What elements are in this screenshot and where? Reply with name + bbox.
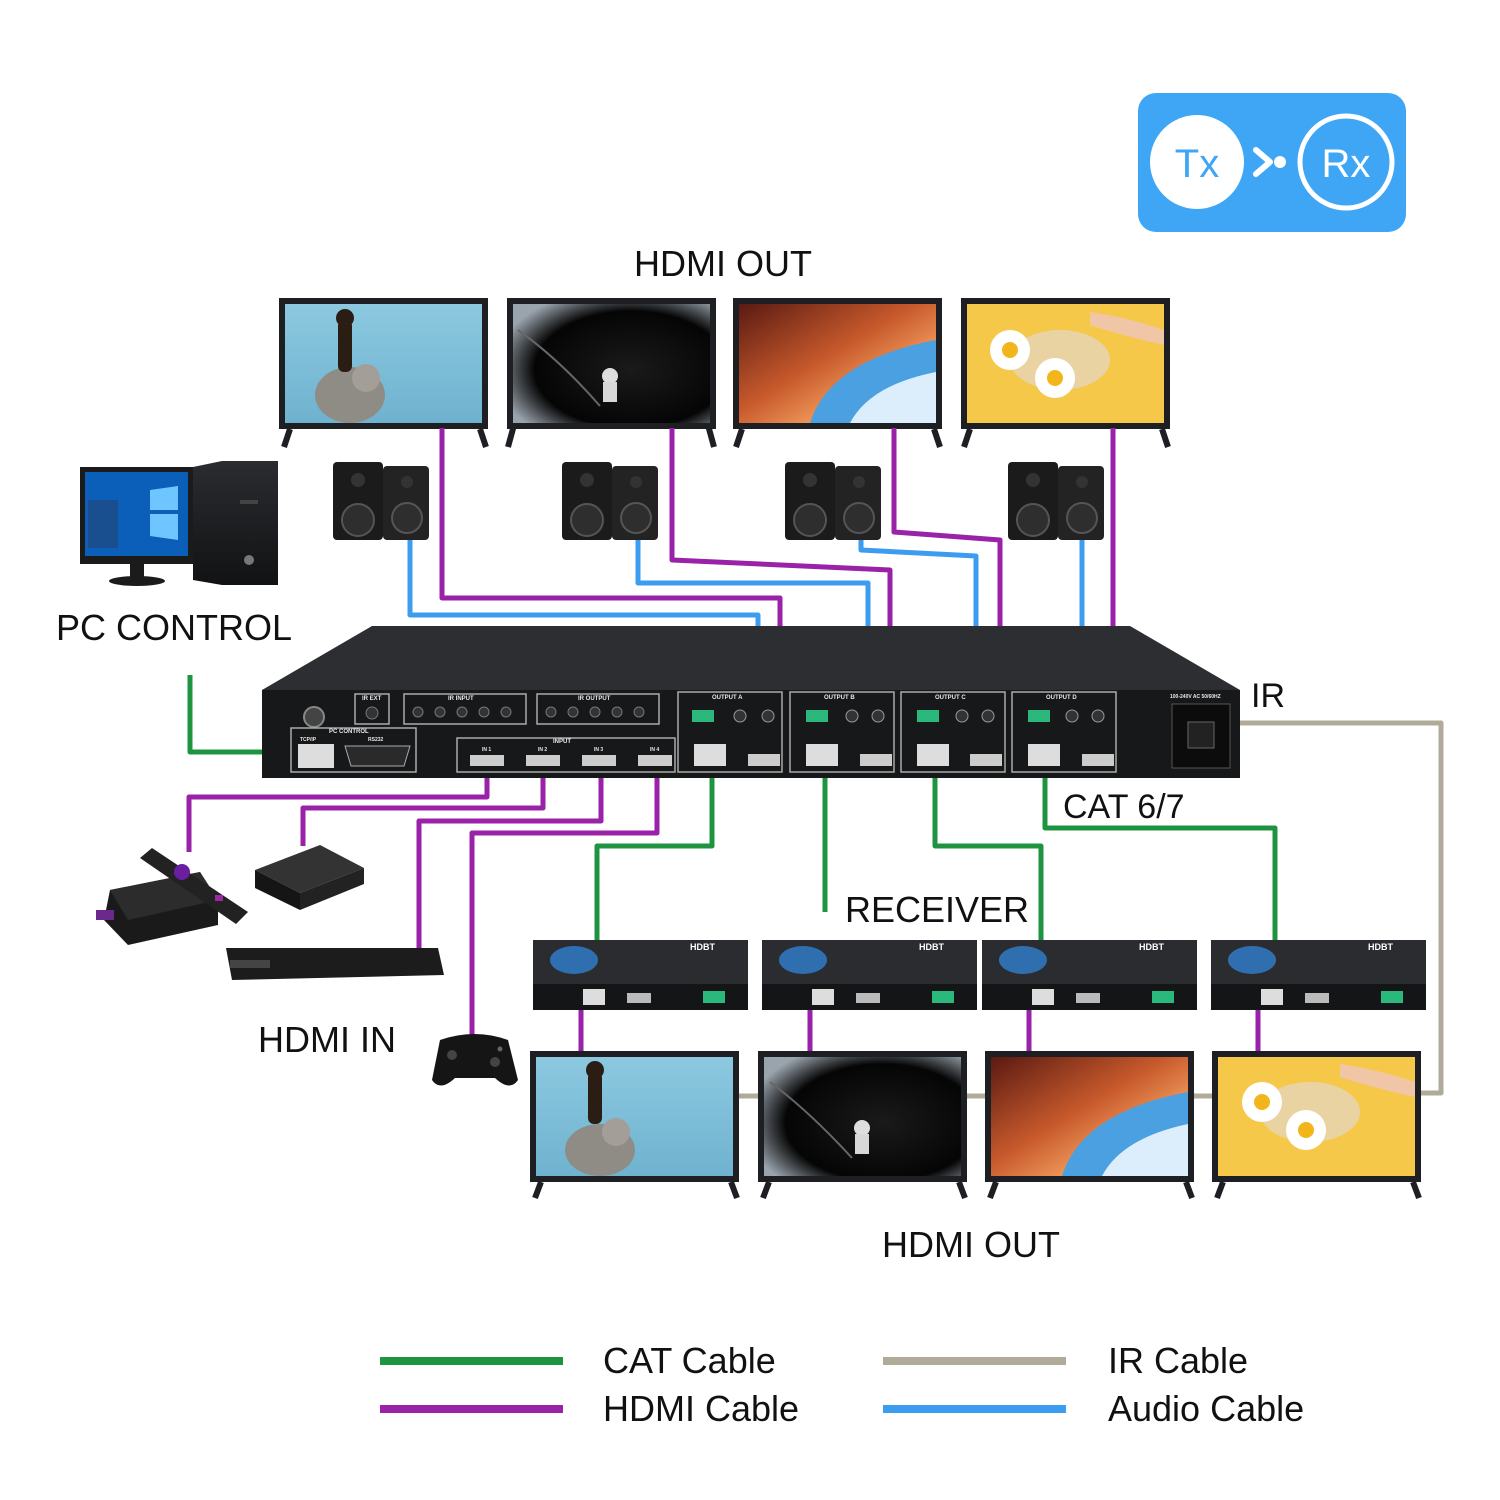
- output-c-label: OUTPUT C: [935, 695, 966, 701]
- input-label: INPUT: [553, 739, 571, 745]
- tv-top-4: [961, 298, 1171, 448]
- legend-label-hdmi: HDMI Cable: [603, 1388, 799, 1429]
- legend-label-ir: IR Cable: [1108, 1340, 1248, 1381]
- in-3-label: IN 3: [594, 747, 603, 753]
- dvd-player: [226, 948, 444, 980]
- matrix-switch: IR EXT IR INPUT IR OUTPUT PC CONTROL TCP…: [262, 626, 1240, 778]
- legend-label-cat: CAT Cable: [603, 1340, 776, 1381]
- media-box: [255, 845, 364, 910]
- ir-output-label: IR OUTPUT: [578, 696, 611, 702]
- output-b: OUTPUT B: [789, 691, 895, 773]
- power-label: 100-240V AC 50/60HZ: [1170, 694, 1221, 700]
- tv-top-3: [733, 298, 943, 448]
- output-d: OUTPUT D: [1011, 691, 1117, 773]
- receiver-label: RECEIVER: [845, 889, 1029, 930]
- rs232-port: [344, 745, 411, 767]
- pc-computer: [80, 461, 278, 586]
- tv-top-1: [279, 298, 489, 448]
- tv-bottom-2: [758, 1051, 968, 1200]
- receiver-3: HDBT: [982, 940, 1197, 1010]
- pc-control-label: PC CONTROL: [56, 607, 292, 648]
- svg-text:HDBT: HDBT: [1368, 942, 1393, 952]
- output-a: OUTPUT A: [677, 691, 783, 773]
- in-1-label: IN 1: [482, 747, 491, 753]
- output-d-label: OUTPUT D: [1046, 695, 1077, 701]
- ground-screw: [303, 706, 325, 728]
- rj45-port: [298, 744, 334, 768]
- tcpip-label: TCP/IP: [300, 737, 317, 743]
- game-controller: [432, 1034, 518, 1086]
- rx-label: Rx: [1322, 142, 1371, 186]
- remote-control: [140, 848, 248, 924]
- svg-text:HDBT: HDBT: [919, 942, 944, 952]
- ir-ext-label: IR EXT: [362, 696, 382, 702]
- hdmi-in-label: HDMI IN: [258, 1019, 396, 1060]
- receiver-1: HDBT: [533, 940, 748, 1010]
- in-2-label: IN 2: [538, 747, 547, 753]
- receiver-2: HDBT: [762, 940, 977, 1010]
- speakers-d: [1008, 462, 1104, 540]
- hdmi-out-bottom-label: HDMI OUT: [882, 1224, 1060, 1265]
- pc-control-panel-label: PC CONTROL: [329, 729, 369, 735]
- output-b-label: OUTPUT B: [824, 695, 855, 701]
- arrow-right-icon: [1253, 147, 1273, 177]
- in-4-label: IN 4: [650, 747, 659, 753]
- hdmi-out-top-label: HDMI OUT: [634, 243, 812, 284]
- tv-bottom-4: [1212, 1051, 1422, 1200]
- rs232-label: RS232: [368, 737, 384, 743]
- tv-top-2: [505, 298, 717, 448]
- output-a-label: OUTPUT A: [712, 695, 743, 701]
- tv-bottom-1: [530, 1051, 740, 1200]
- output-c: OUTPUT C: [900, 691, 1006, 773]
- tx-rx-badge: Tx Rx: [1138, 93, 1406, 232]
- tx-circle: [1150, 115, 1244, 209]
- power-socket: [1171, 703, 1231, 769]
- ir-label: IR: [1251, 677, 1285, 715]
- receiver-4: HDBT: [1211, 940, 1426, 1010]
- legend: CAT Cable HDMI Cable IR Cable Audio Cabl…: [380, 1340, 1304, 1429]
- rx-circle: [1297, 113, 1395, 211]
- svg-text:HDBT: HDBT: [690, 942, 715, 952]
- cat-label: CAT 6/7: [1063, 788, 1185, 826]
- tx-label: Tx: [1175, 142, 1219, 186]
- speakers-b: [562, 462, 658, 540]
- ir-input-label: IR INPUT: [448, 696, 474, 702]
- speakers-c: [785, 462, 881, 540]
- svg-text:HDBT: HDBT: [1139, 942, 1164, 952]
- tv-bottom-3: [985, 1051, 1195, 1200]
- speakers-a: [333, 462, 429, 540]
- legend-label-audio: Audio Cable: [1108, 1388, 1304, 1429]
